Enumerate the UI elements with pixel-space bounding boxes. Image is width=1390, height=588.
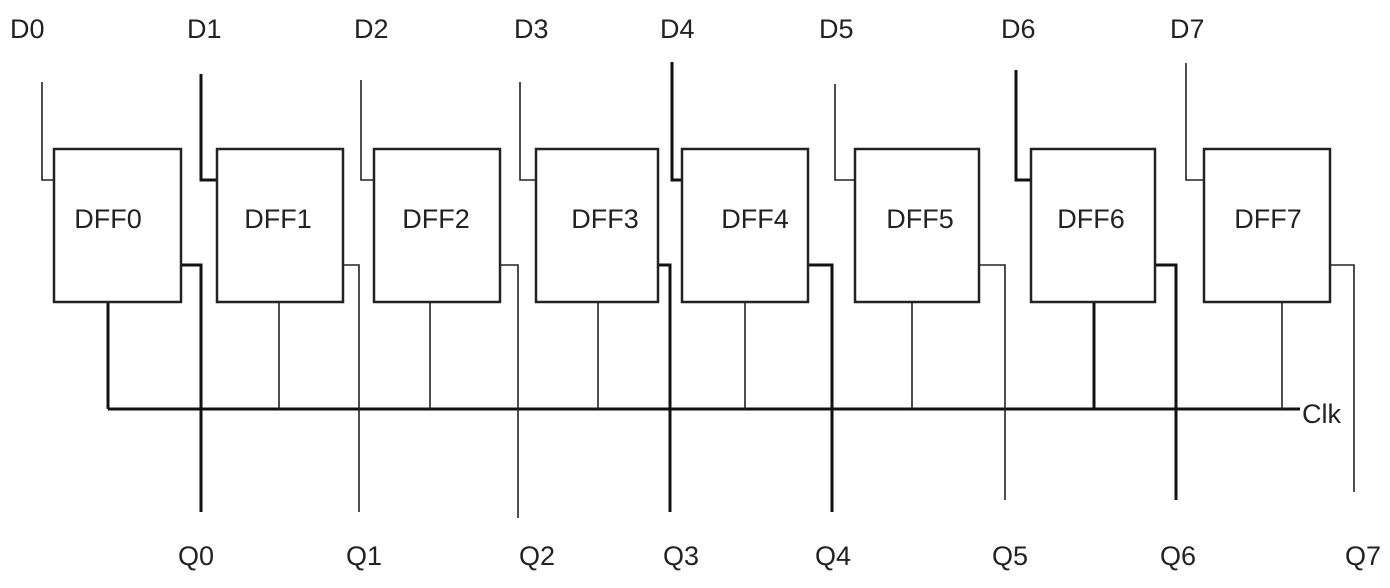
input-label: D0 — [10, 14, 45, 44]
output-label: Q1 — [346, 541, 382, 571]
output-label: Q7 — [1345, 541, 1381, 571]
input-label: D5 — [819, 14, 854, 44]
flip-flop-dff0 — [52, 147, 183, 304]
output-label: Q6 — [1160, 541, 1196, 571]
input-wire-d5 — [834, 84, 855, 181]
flip-flop-label: DFF2 — [402, 204, 470, 234]
output-label: Q2 — [519, 541, 555, 571]
output-wire-q1 — [343, 264, 360, 512]
input-label: D6 — [1001, 14, 1036, 44]
output-wire-q2 — [500, 264, 519, 518]
flip-flop-label: DFF6 — [1057, 204, 1125, 234]
flip-flop-label: DFF7 — [1234, 204, 1302, 234]
output-label: Q0 — [178, 541, 214, 571]
input-wire-d0 — [41, 82, 54, 181]
input-wire-d7 — [1185, 63, 1204, 181]
output-wire-q6 — [1155, 263, 1178, 500]
clock-label: Clk — [1302, 399, 1341, 429]
output-label: Q5 — [992, 541, 1028, 571]
flip-flop-dff5 — [853, 147, 981, 304]
input-label: D3 — [514, 14, 549, 44]
input-label: D4 — [660, 14, 695, 44]
flip-flop-label: DFF1 — [244, 204, 312, 234]
flip-flop-label: DFF5 — [886, 204, 954, 234]
output-label: Q3 — [663, 541, 699, 571]
input-wire-d6 — [1014, 70, 1031, 182]
input-wire-d2 — [360, 80, 374, 181]
flip-flop-label: DFF3 — [571, 204, 639, 234]
input-wire-d4 — [670, 62, 682, 182]
output-wire-q7 — [1330, 264, 1355, 492]
input-wire-d3 — [519, 82, 536, 181]
flip-flop-label: DFF0 — [74, 204, 142, 234]
output-wire-q0 — [181, 263, 203, 512]
output-wire-q4 — [808, 263, 834, 512]
output-label: Q4 — [815, 541, 851, 571]
flip-flop-dff7 — [1202, 147, 1332, 304]
output-wire-q3 — [658, 263, 672, 512]
output-wire-q5 — [979, 264, 1006, 500]
flip-flop-dff4 — [680, 147, 810, 304]
input-wire-d1 — [199, 74, 217, 182]
input-label: D2 — [354, 14, 389, 44]
flip-flop-dff3 — [534, 147, 660, 304]
input-label: D7 — [1170, 14, 1205, 44]
input-label: D1 — [187, 14, 222, 44]
flip-flop-dff6 — [1029, 147, 1157, 304]
flip-flop-dff2 — [372, 147, 502, 304]
flip-flop-label: DFF4 — [721, 204, 789, 234]
flip-flop-dff1 — [215, 147, 345, 304]
